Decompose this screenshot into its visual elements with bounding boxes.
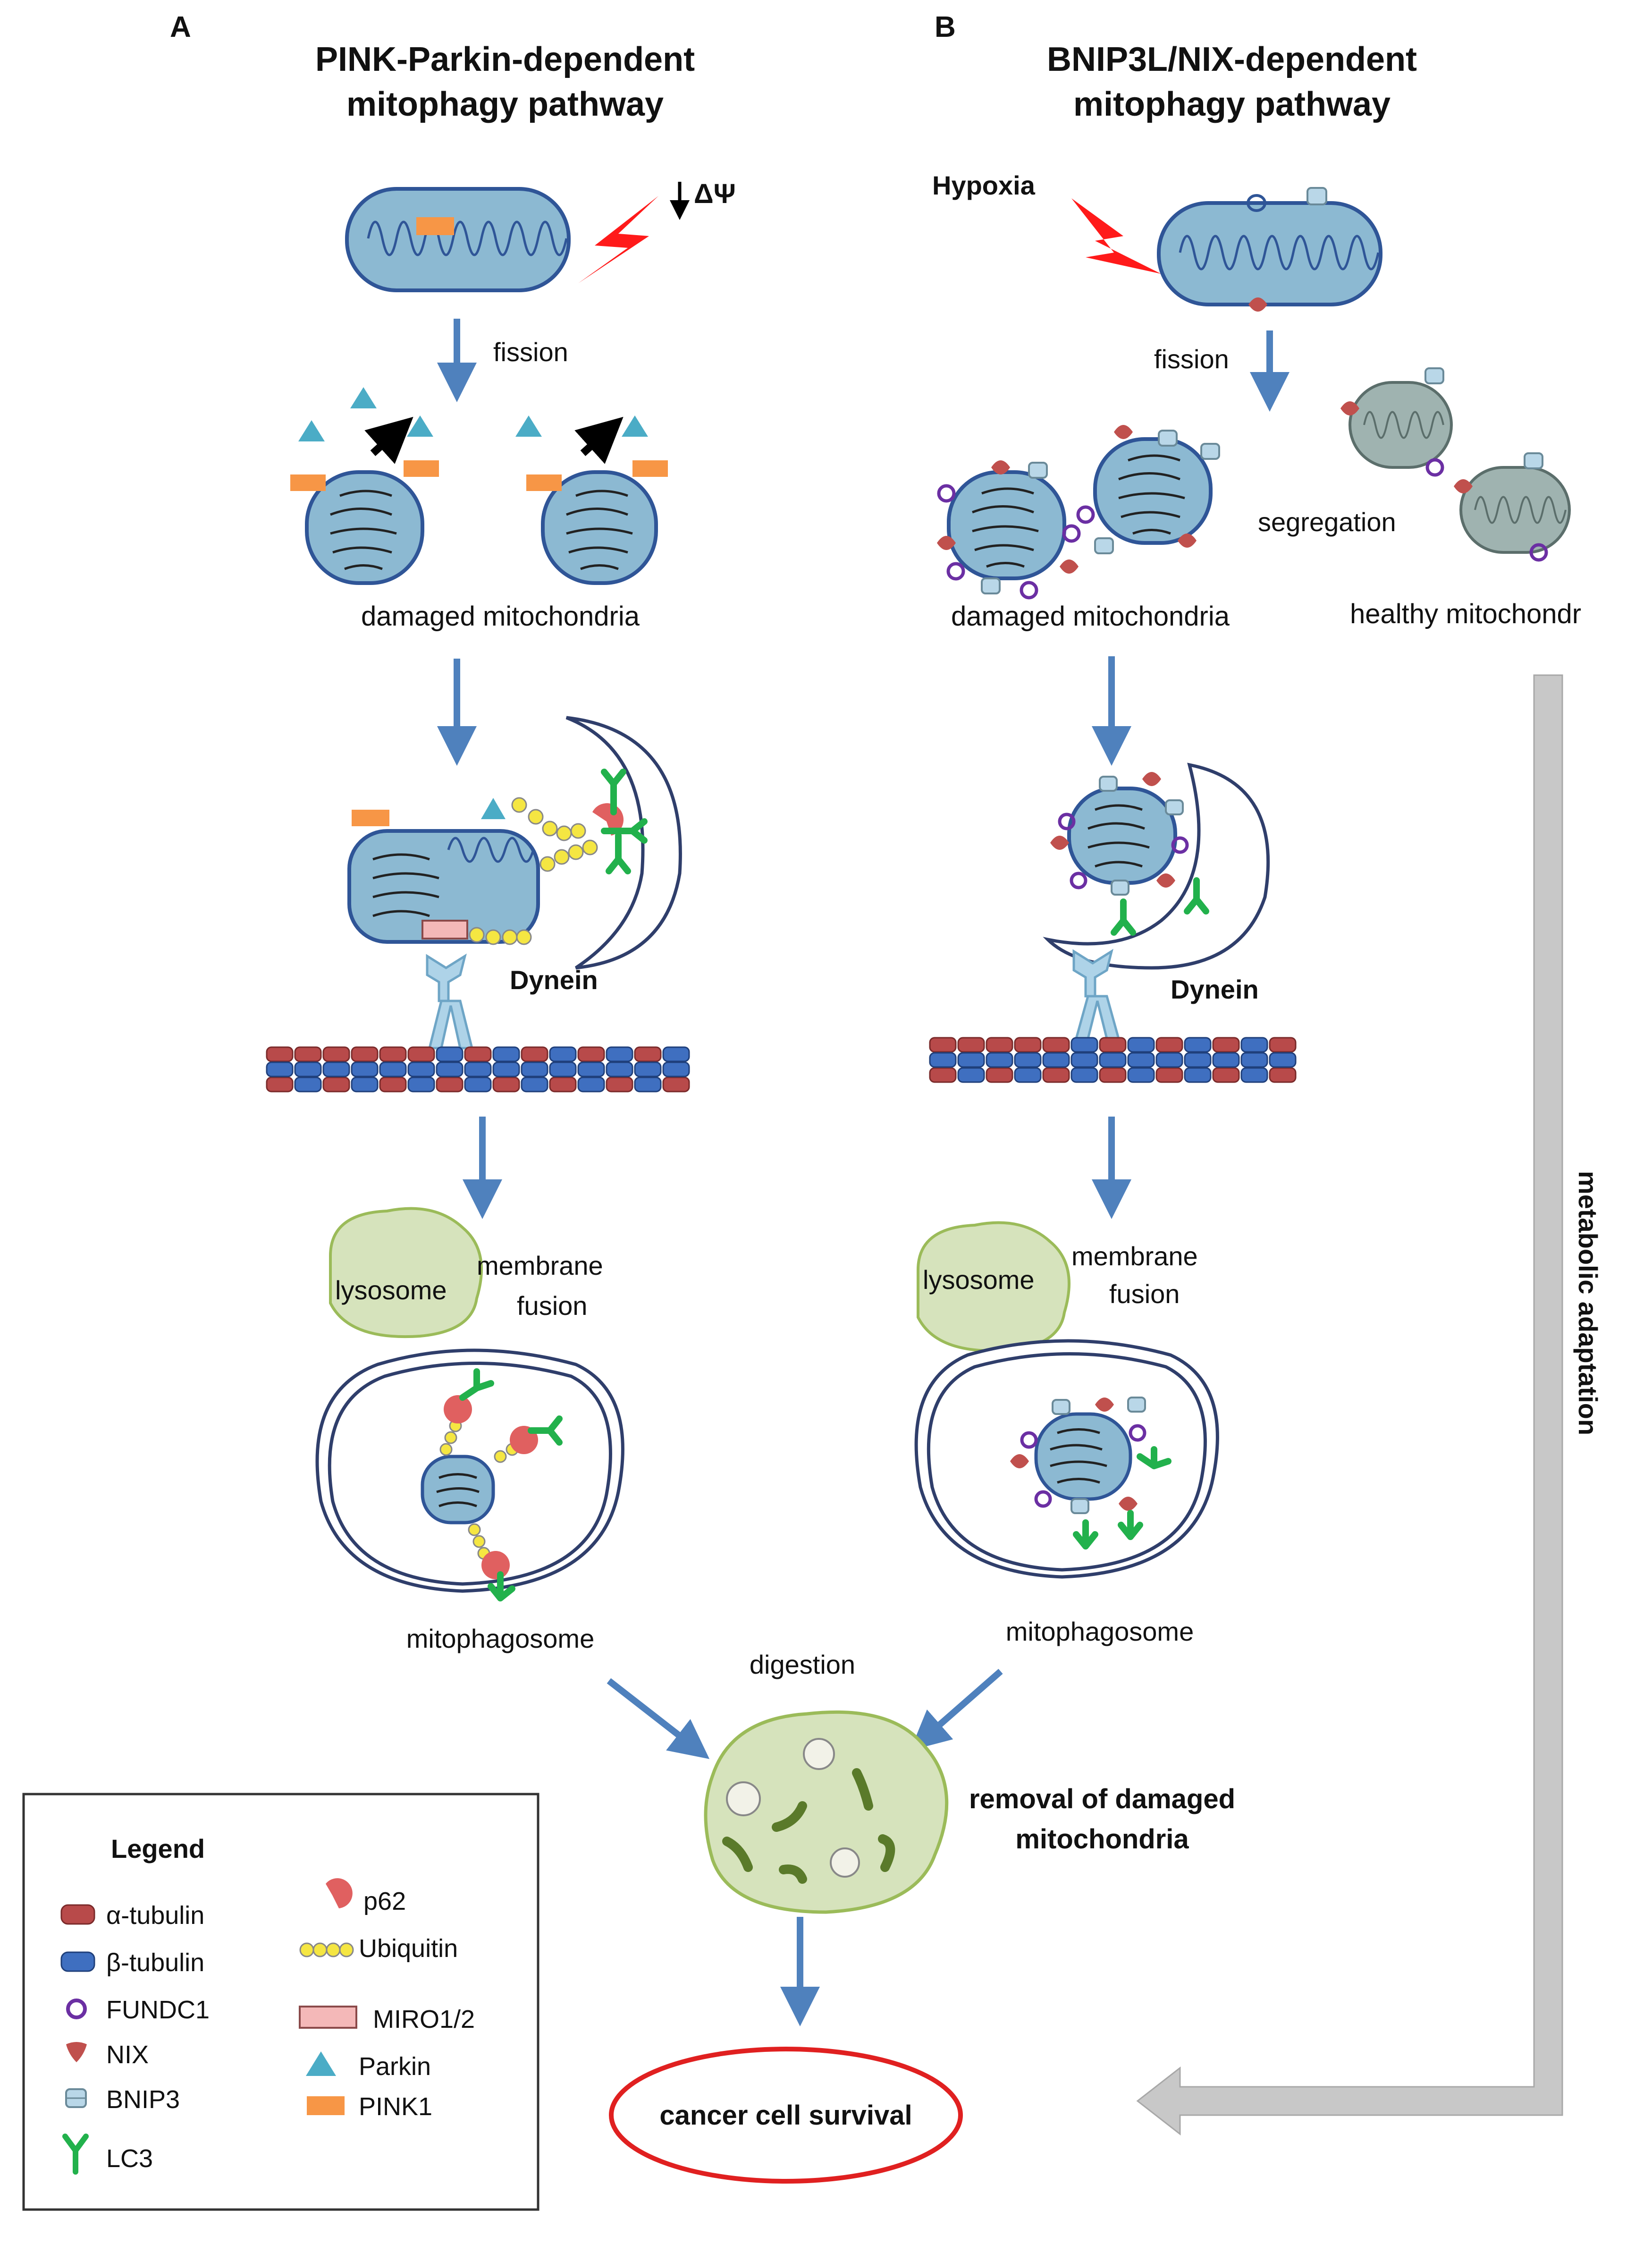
legend-label-fundc1: FUNDC1 bbox=[106, 1996, 210, 2024]
mito-ubiquitinated-a bbox=[347, 716, 682, 970]
pink1-icon bbox=[307, 2096, 345, 2115]
fission-label-a: fission bbox=[493, 337, 568, 367]
panel-b-title-line2: mitophagy pathway bbox=[1073, 85, 1391, 123]
mito-engulfing-b bbox=[1043, 762, 1270, 970]
ubiquitin-icon bbox=[299, 1942, 354, 1957]
healthy-mitochondria bbox=[1340, 367, 1571, 562]
delta-psi: ΔΨ bbox=[694, 178, 736, 209]
legend-label-parkin: Parkin bbox=[359, 2052, 431, 2081]
mitophagosome-label-a: mitophagosome bbox=[406, 1624, 594, 1653]
legend-label-beta-tubulin: β-tubulin bbox=[106, 1948, 204, 1977]
lightning-icon bbox=[578, 196, 658, 283]
digestive-lysosome bbox=[704, 1710, 949, 1914]
metabolic-adaptation-arrow bbox=[1136, 674, 1563, 2136]
microtubule-b bbox=[929, 1037, 1297, 1083]
hypoxia-label: Hypoxia bbox=[932, 170, 1036, 200]
segregation-label: segregation bbox=[1258, 507, 1396, 537]
lysosome-label-a: lysosome bbox=[335, 1275, 447, 1305]
dynein-label-b: Dynein bbox=[1171, 974, 1259, 1004]
damaged-label-a: damaged mitochondria bbox=[361, 601, 640, 632]
survival-ellipse bbox=[609, 2047, 963, 2184]
fusion-label-a-1: membrane bbox=[477, 1251, 603, 1280]
healthy-label-b: healthy mitochondr bbox=[1350, 599, 1581, 629]
legend: Legend α-tubulin β-tubulin FUNDC1 NIX BN… bbox=[22, 1793, 539, 2211]
mitophagosome-a bbox=[315, 1348, 624, 1601]
survival-label: cancer cell survival bbox=[659, 2100, 912, 2131]
dynein-motor-a bbox=[426, 953, 474, 1050]
legend-label-lc3: LC3 bbox=[106, 2144, 153, 2173]
digestion-label: digestion bbox=[750, 1650, 855, 1679]
mitophagosome-b bbox=[914, 1339, 1219, 1579]
bnip3-icon bbox=[65, 2088, 87, 2108]
metabolic-label: metabolic adaptation bbox=[1573, 1171, 1603, 1435]
fundc1-icon bbox=[66, 1999, 87, 2019]
panel-a-title: PINK-Parkin-dependent bbox=[315, 41, 695, 78]
legend-label-bnip3: BNIP3 bbox=[106, 2085, 180, 2114]
legend-label-p62: p62 bbox=[363, 1887, 406, 1915]
damaged-mito-b-left bbox=[937, 460, 1081, 600]
fission-label-b: fission bbox=[1154, 344, 1229, 374]
beta-tubulin-icon bbox=[60, 1951, 95, 1972]
legend-title: Legend bbox=[111, 1834, 205, 1863]
lc3-icon bbox=[62, 2134, 89, 2175]
pink1-marker bbox=[416, 217, 454, 235]
mitochondrion-hypoxic bbox=[1157, 187, 1382, 312]
legend-label-ubiquitin: Ubiquitin bbox=[359, 1934, 458, 1963]
panel-b-letter: B bbox=[935, 11, 956, 43]
nix-icon bbox=[66, 2042, 87, 2062]
legend-label-nix: NIX bbox=[106, 2041, 149, 2069]
legend-label-pink1: PINK1 bbox=[359, 2092, 432, 2121]
damaged-mito-a-left bbox=[290, 387, 439, 585]
fusion-label-a-2: fusion bbox=[517, 1291, 587, 1321]
removal-label-1: removal of damaged bbox=[969, 1784, 1235, 1814]
damaged-mito-a-right bbox=[515, 415, 668, 585]
mitophagosome-label-b: mitophagosome bbox=[1006, 1617, 1194, 1646]
lysosome-a bbox=[329, 1207, 483, 1338]
legend-label-miro: MIRO1/2 bbox=[373, 2005, 475, 2033]
damaged-label-b: damaged mitochondria bbox=[951, 601, 1230, 632]
damaged-mito-b-right bbox=[1076, 425, 1220, 554]
mitochondrion-intact bbox=[345, 187, 571, 292]
panel-a-title-line2: mitophagy pathway bbox=[346, 85, 664, 123]
microtubule-a bbox=[266, 1046, 690, 1093]
arrow-b-digestion bbox=[910, 1669, 1003, 1751]
panel-a-letter: A bbox=[170, 11, 191, 43]
dynein-label-a: Dynein bbox=[510, 965, 598, 995]
legend-label-alpha-tubulin: α-tubulin bbox=[106, 1901, 204, 1930]
dynein-motor-b bbox=[1072, 949, 1121, 1040]
arrow-a-digestion bbox=[607, 1678, 710, 1759]
alpha-tubulin-icon bbox=[60, 1904, 95, 1925]
lysosome-b bbox=[917, 1221, 1070, 1353]
fusion-label-b-2: fusion bbox=[1109, 1279, 1180, 1309]
miro-icon bbox=[299, 2006, 357, 2029]
panel-b-title: BNIP3L/NIX-dependent bbox=[1047, 41, 1417, 78]
parkin-icon bbox=[306, 2051, 336, 2076]
removal-label-2: mitochondria bbox=[1015, 1824, 1189, 1855]
fusion-label-b-1: membrane bbox=[1071, 1241, 1198, 1271]
lightning-icon-b bbox=[1071, 198, 1161, 274]
lysosome-label-b: lysosome bbox=[923, 1265, 1035, 1295]
p62-icon bbox=[326, 1878, 353, 1908]
